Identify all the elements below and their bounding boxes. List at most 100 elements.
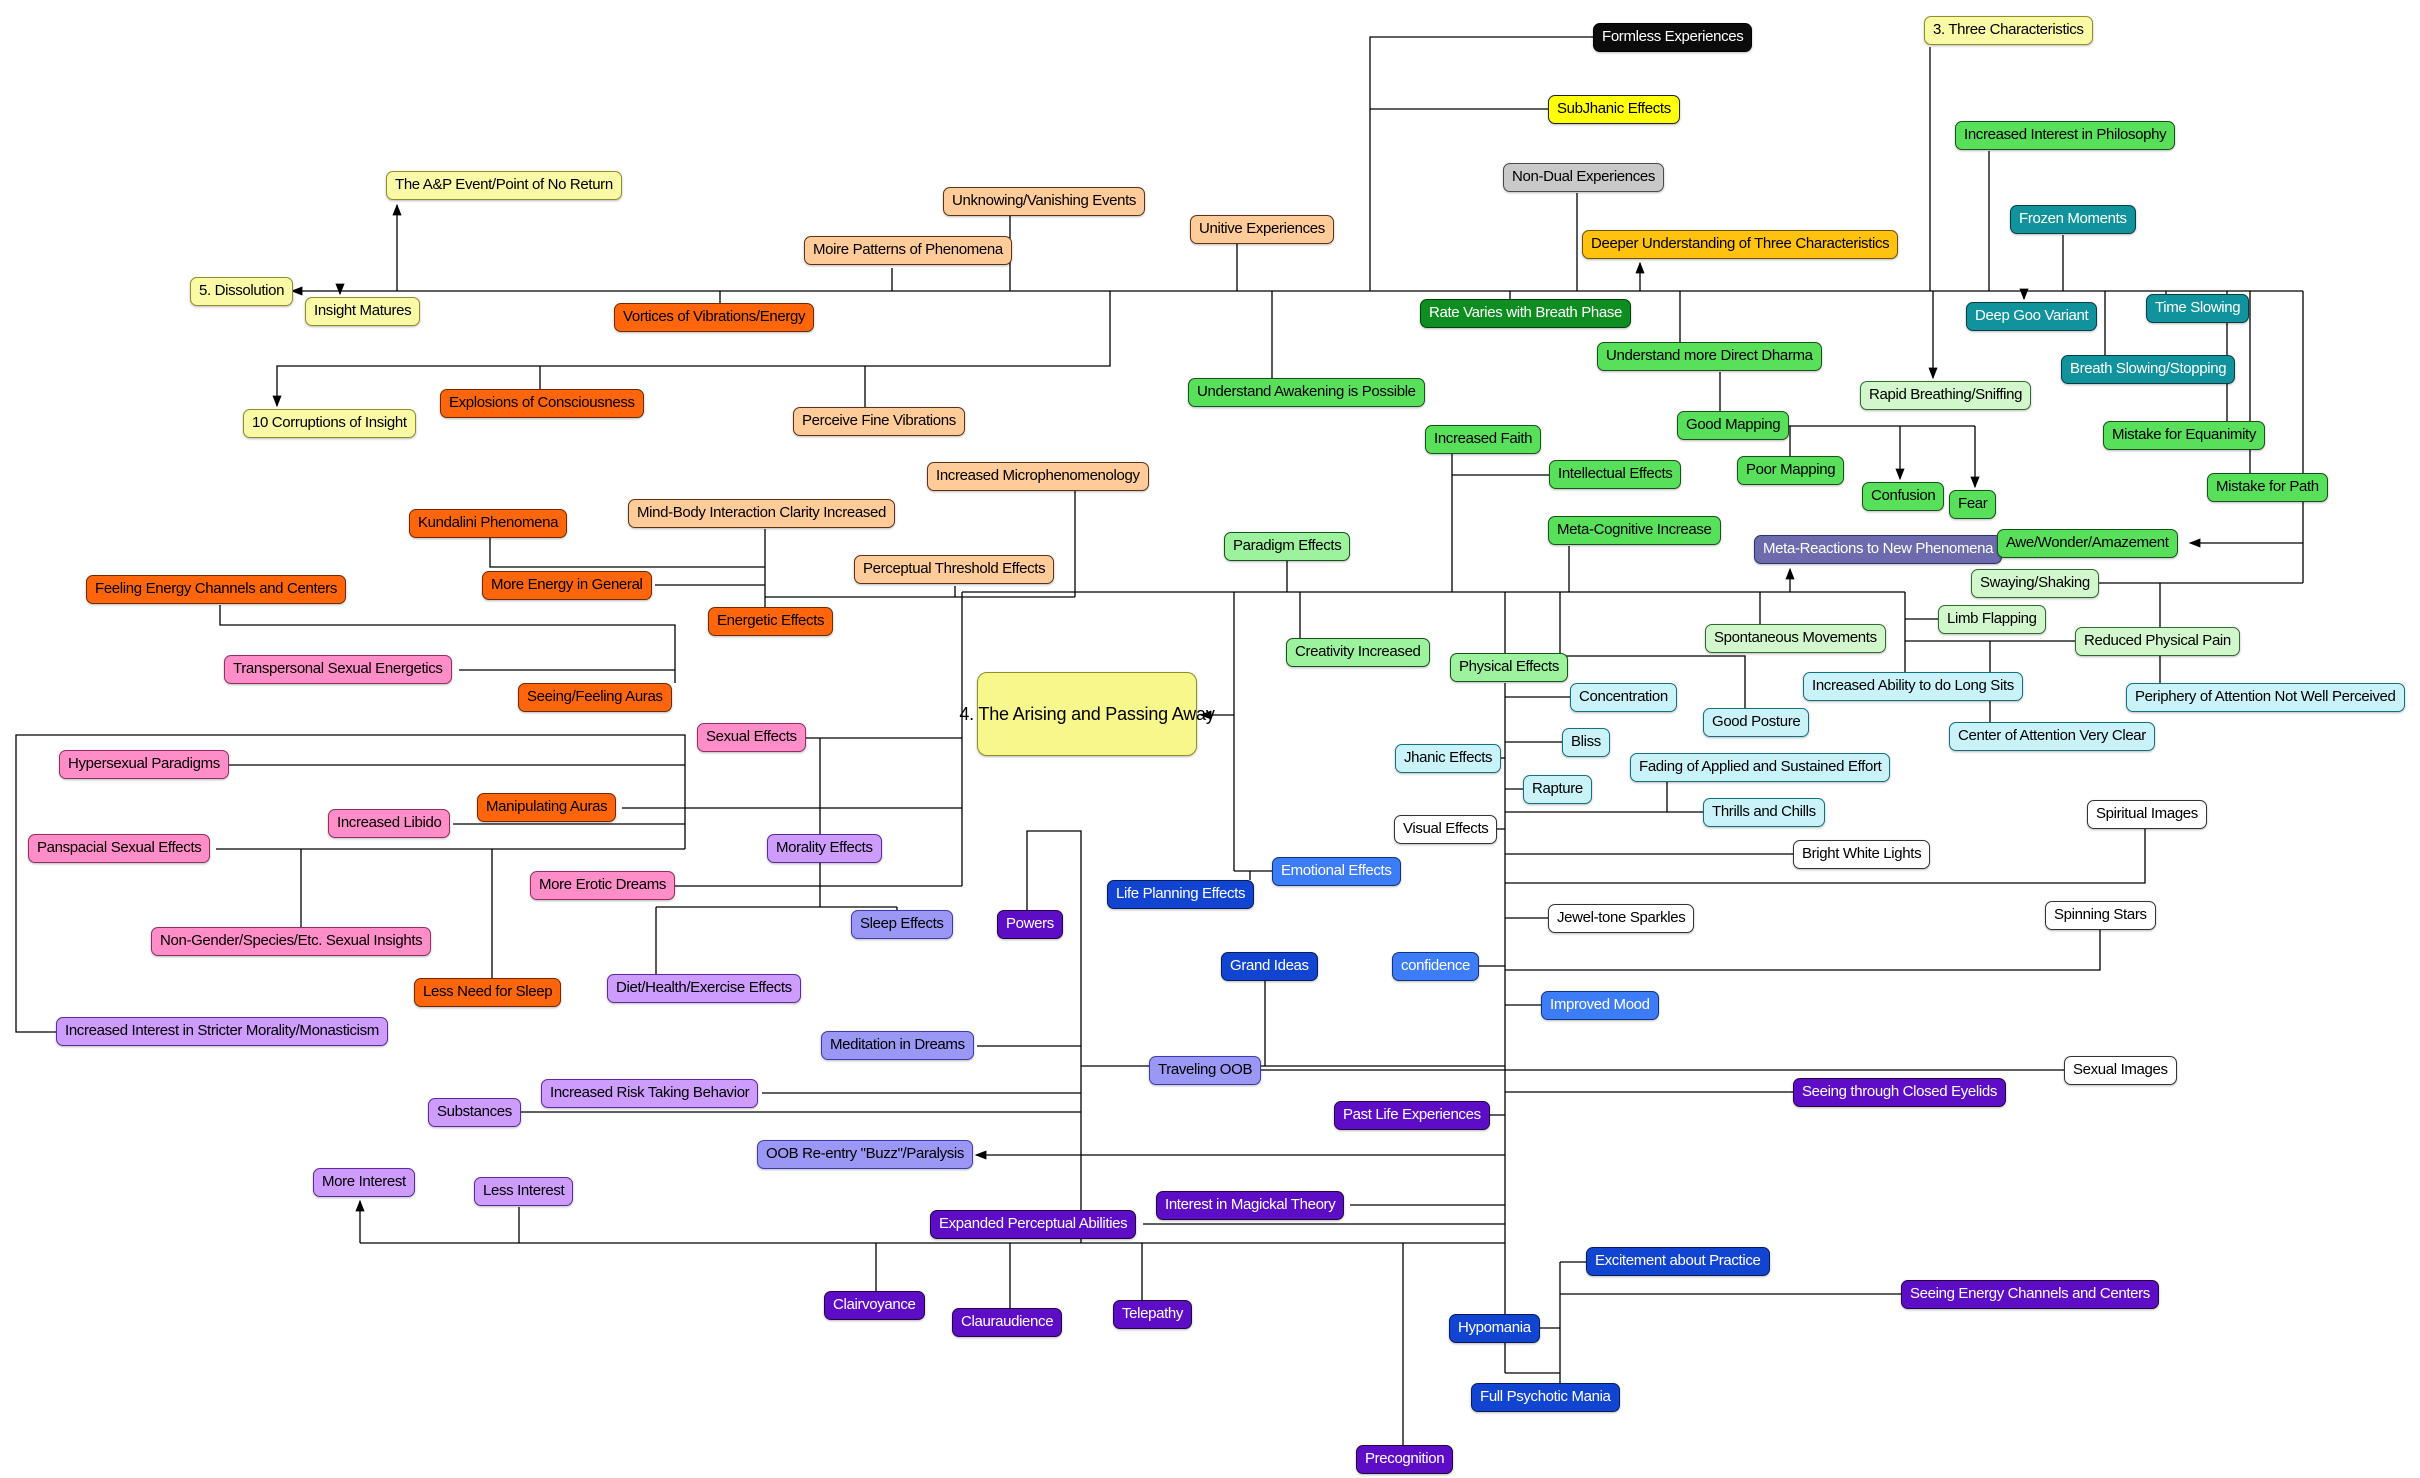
node-spontaneous-movements[interactable]: Spontaneous Movements	[1705, 624, 1886, 653]
node-diet-health[interactable]: Diet/Health/Exercise Effects	[607, 974, 801, 1003]
node-understand-awakening[interactable]: Understand Awakening is Possible	[1188, 378, 1425, 407]
node-frozen-moments[interactable]: Frozen Moments	[2010, 205, 2136, 234]
node-deep-goo[interactable]: Deep Goo Variant	[1966, 302, 2098, 331]
node-dissolution[interactable]: 5. Dissolution	[190, 277, 294, 306]
node-limb-flapping[interactable]: Limb Flapping	[1938, 605, 2046, 634]
node-ten-corruptions[interactable]: 10 Corruptions of Insight	[243, 409, 416, 438]
node-bright-white-lights[interactable]: Bright White Lights	[1793, 840, 1931, 869]
node-manipulating-auras[interactable]: Manipulating Auras	[477, 793, 617, 822]
node-closed-eyelids[interactable]: Seeing through Closed Eyelids	[1793, 1078, 2006, 1107]
node-morality-effects[interactable]: Morality Effects	[767, 834, 882, 863]
node-confidence[interactable]: confidence	[1392, 952, 1480, 981]
node-traveling-oob[interactable]: Traveling OOB	[1149, 1056, 1262, 1085]
node-increased-interest-philosophy[interactable]: Increased Interest in Philosophy	[1955, 121, 2176, 150]
node-stricter-morality[interactable]: Increased Interest in Stricter Morality/…	[56, 1017, 388, 1046]
node-non-dual-experiences[interactable]: Non-Dual Experiences	[1503, 163, 1665, 192]
node-physical-effects[interactable]: Physical Effects	[1450, 653, 1569, 682]
node-transpersonal-sexual[interactable]: Transpersonal Sexual Energetics	[224, 655, 452, 684]
node-improved-mood[interactable]: Improved Mood	[1541, 991, 1659, 1020]
node-fading-effort[interactable]: Fading of Applied and Sustained Effort	[1630, 753, 1891, 782]
node-bliss[interactable]: Bliss	[1562, 728, 1610, 757]
node-grand-ideas[interactable]: Grand Ideas	[1221, 952, 1318, 981]
node-past-life[interactable]: Past Life Experiences	[1334, 1101, 1490, 1130]
node-insight-matures[interactable]: Insight Matures	[305, 297, 421, 326]
node-jhanic-effects[interactable]: Jhanic Effects	[1395, 744, 1502, 773]
node-awe-wonder[interactable]: Awe/Wonder/Amazement	[1997, 529, 2178, 558]
node-long-sits[interactable]: Increased Ability to do Long Sits	[1803, 672, 2023, 701]
node-ap-event[interactable]: The A&P Event/Point of No Return	[386, 171, 622, 200]
node-unknowing-vanishing[interactable]: Unknowing/Vanishing Events	[943, 187, 1146, 216]
node-panspacial[interactable]: Panspacial Sexual Effects	[28, 834, 211, 863]
node-mind-body-clarity[interactable]: Mind-Body Interaction Clarity Increased	[628, 499, 895, 528]
node-rapid-breathing[interactable]: Rapid Breathing/Sniffing	[1860, 381, 2032, 410]
node-mistake-equanimity[interactable]: Mistake for Equanimity	[2103, 421, 2266, 450]
node-vortices[interactable]: Vortices of Vibrations/Energy	[614, 303, 815, 332]
node-telepathy[interactable]: Telepathy	[1113, 1300, 1193, 1329]
node-rapture[interactable]: Rapture	[1523, 775, 1592, 804]
node-expanded-perceptual[interactable]: Expanded Perceptual Abilities	[930, 1210, 1137, 1239]
node-risk-taking[interactable]: Increased Risk Taking Behavior	[541, 1079, 759, 1108]
node-sexual-images[interactable]: Sexual Images	[2064, 1056, 2177, 1085]
node-good-posture[interactable]: Good Posture	[1703, 708, 1810, 737]
node-breath-slowing[interactable]: Breath Slowing/Stopping	[2061, 355, 2236, 384]
node-more-erotic-dreams[interactable]: More Erotic Dreams	[530, 871, 676, 900]
node-subjhanic-effects[interactable]: SubJhanic Effects	[1548, 95, 1680, 124]
node-excitement-practice[interactable]: Excitement about Practice	[1586, 1247, 1770, 1276]
node-more-energy[interactable]: More Energy in General	[482, 571, 652, 600]
node-kundalini[interactable]: Kundalini Phenomena	[409, 509, 568, 538]
node-paradigm-effects[interactable]: Paradigm Effects	[1224, 532, 1351, 561]
node-concentration[interactable]: Concentration	[1570, 683, 1677, 712]
node-magickal-theory[interactable]: Interest in Magickal Theory	[1156, 1191, 1345, 1220]
node-clairvoyance[interactable]: Clairvoyance	[824, 1291, 925, 1320]
node-reduced-pain[interactable]: Reduced Physical Pain	[2075, 627, 2240, 656]
node-rate-varies-breath[interactable]: Rate Varies with Breath Phase	[1420, 299, 1632, 328]
node-life-planning[interactable]: Life Planning Effects	[1107, 880, 1255, 909]
node-unitive-experiences[interactable]: Unitive Experiences	[1190, 215, 1334, 244]
node-perceptual-threshold[interactable]: Perceptual Threshold Effects	[854, 555, 1055, 584]
node-meditation-dreams[interactable]: Meditation in Dreams	[821, 1031, 974, 1060]
node-deeper-understanding-3c[interactable]: Deeper Understanding of Three Characteri…	[1582, 230, 1899, 259]
node-intellectual-effects[interactable]: Intellectual Effects	[1549, 460, 1682, 489]
node-energetic-effects[interactable]: Energetic Effects	[708, 607, 834, 636]
node-periphery-attention[interactable]: Periphery of Attention Not Well Perceive…	[2126, 683, 2405, 712]
node-less-interest[interactable]: Less Interest	[474, 1177, 574, 1206]
node-swaying[interactable]: Swaying/Shaking	[1971, 569, 2099, 598]
node-mistake-path[interactable]: Mistake for Path	[2207, 473, 2328, 502]
node-increased-libido[interactable]: Increased Libido	[328, 809, 451, 838]
node-precognition[interactable]: Precognition	[1356, 1445, 1454, 1474]
node-oob-reentry[interactable]: OOB Re-entry "Buzz"/Paralysis	[757, 1140, 974, 1169]
node-more-interest[interactable]: More Interest	[313, 1168, 415, 1197]
node-spinning-stars[interactable]: Spinning Stars	[2045, 901, 2156, 930]
node-clauraudience[interactable]: Clauraudience	[952, 1308, 1063, 1337]
node-sleep-effects[interactable]: Sleep Effects	[851, 910, 953, 939]
node-confusion[interactable]: Confusion	[1862, 482, 1945, 511]
node-moire-patterns[interactable]: Moire Patterns of Phenomena	[804, 236, 1012, 265]
node-ap-center[interactable]: 4. The Arising and Passing Away	[959, 672, 1215, 756]
node-explosions[interactable]: Explosions of Consciousness	[440, 389, 644, 418]
node-good-mapping[interactable]: Good Mapping	[1677, 411, 1790, 440]
node-three-characteristics[interactable]: 3. Three Characteristics	[1924, 16, 2093, 45]
node-emotional-effects[interactable]: Emotional Effects	[1272, 857, 1401, 886]
node-meta-cognitive[interactable]: Meta-Cognitive Increase	[1548, 516, 1721, 545]
node-non-gender-insights[interactable]: Non-Gender/Species/Etc. Sexual Insights	[151, 927, 432, 956]
node-center-attention[interactable]: Center of Attention Very Clear	[1949, 722, 2155, 751]
node-hypomania[interactable]: Hypomania	[1449, 1314, 1540, 1343]
node-hypersexual[interactable]: Hypersexual Paradigms	[59, 750, 229, 779]
node-visual-effects[interactable]: Visual Effects	[1394, 815, 1498, 844]
node-meta-reactions[interactable]: Meta-Reactions to New Phenomena	[1754, 535, 2003, 564]
node-thrills-chills[interactable]: Thrills and Chills	[1703, 798, 1825, 827]
node-creativity[interactable]: Creativity Increased	[1286, 638, 1430, 667]
node-increased-faith[interactable]: Increased Faith	[1425, 425, 1542, 454]
node-jewel-sparkles[interactable]: Jewel-tone Sparkles	[1548, 904, 1695, 933]
node-less-need-sleep[interactable]: Less Need for Sleep	[414, 978, 562, 1007]
node-feeling-energy-channels[interactable]: Feeling Energy Channels and Centers	[86, 575, 347, 604]
node-powers[interactable]: Powers	[997, 910, 1063, 939]
node-full-psychotic-mania[interactable]: Full Psychotic Mania	[1471, 1383, 1620, 1412]
node-time-slowing[interactable]: Time Slowing	[2146, 294, 2250, 323]
node-substances[interactable]: Substances	[428, 1098, 521, 1127]
node-sexual-effects[interactable]: Sexual Effects	[697, 723, 806, 752]
node-seeing-feeling-auras[interactable]: Seeing/Feeling Auras	[518, 683, 672, 712]
node-understand-direct-dharma[interactable]: Understand more Direct Dharma	[1597, 342, 1822, 371]
node-poor-mapping[interactable]: Poor Mapping	[1737, 456, 1845, 485]
node-increased-microphenomenology[interactable]: Increased Microphenomenology	[927, 462, 1149, 491]
